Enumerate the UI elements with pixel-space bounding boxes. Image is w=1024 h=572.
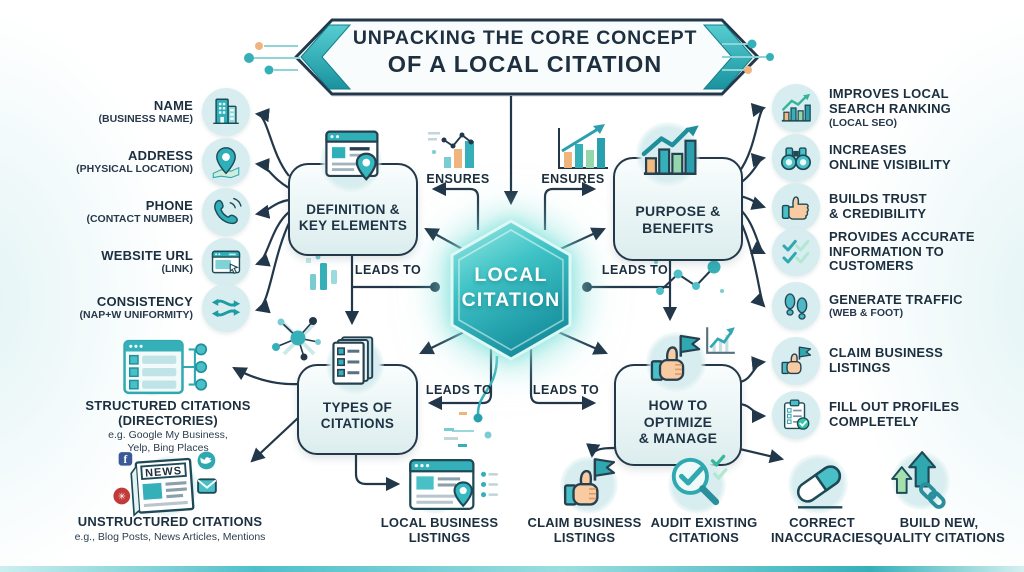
list-item-claim-side: CLAIM BUSINESS LISTINGS (772, 337, 1018, 385)
item-subtitle: (LINK) (161, 263, 194, 276)
map-pin-icon (202, 138, 250, 186)
correct-step-label: CORRECT INACCURACIES (770, 515, 874, 546)
list-item-consistency: CONSISTENCY (NAP+W UNIFORMITY) (52, 284, 250, 332)
list-item-address: ADDRESS (PHYSICAL LOCATION) (52, 138, 250, 186)
local-citation-hexagon (450, 219, 572, 361)
optimize-box: HOW TO OPTIMIZE & MANAGE (614, 364, 742, 466)
list-item-traffic: GENERATE TRAFFIC (WEB & FOOT) (772, 282, 1018, 330)
binoculars-icon (772, 134, 820, 182)
page-title-line2: OF A LOCAL CITATION (387, 51, 663, 77)
banner-circuit-right-dots (744, 39, 774, 74)
banner-left-chevron-icon (300, 24, 352, 90)
bottom-accent-strip (0, 566, 1024, 572)
decor-circuit-under-hex (444, 355, 499, 447)
double-check-icon (772, 228, 820, 276)
sync-arrows-icon (202, 284, 250, 332)
connector-label: LEADS TO (601, 263, 669, 277)
webpage-pin-icon (325, 130, 379, 181)
item-title: GENERATE TRAFFIC (829, 291, 963, 307)
connector-label: LEADS TO (425, 383, 493, 397)
browser-pin-icon (409, 458, 498, 511)
news-social-icon: f ✳ NEWS (113, 451, 217, 517)
magnifier-check-icon (671, 454, 728, 506)
list-item-website: WEBSITE URL (LINK) (52, 238, 250, 286)
item-subtitle: (CONTACT NUMBER) (86, 213, 193, 226)
directory-list-icon (123, 339, 208, 395)
structured-citations-label: STRUCTURED CITATIONS (DIRECTORIES) (85, 398, 251, 429)
item-title: CLAIM BUSINESS LISTINGS (829, 345, 944, 375)
decor-molecule (272, 317, 321, 361)
ranking-chart-icon (772, 84, 820, 132)
item-subtitle: (LOCAL SEO) (829, 116, 898, 129)
unstructured-citations-label: UNSTRUCTURED CITATIONS (77, 514, 263, 529)
thumb-flag-icon (563, 458, 616, 506)
decor-mini-bars (306, 254, 337, 290)
item-title: WEBSITE URL (101, 247, 193, 263)
list-item-trust: BUILDS TRUST & CREDIBILITY (772, 183, 1018, 231)
item-subtitle: (WEB & FOOT) (829, 307, 904, 320)
chart-growth-icon (641, 125, 699, 175)
decor-mini-chart-axes (558, 124, 608, 169)
connector-label: LEADS TO (354, 263, 422, 277)
item-title: ADDRESS (128, 147, 193, 163)
structured-citations-examples: e.g. Google My Business, Yelp, Bing Plac… (108, 429, 228, 455)
connector-label: ENSURES (426, 172, 490, 186)
list-item-phone: PHONE (CONTACT NUMBER) (52, 188, 250, 236)
eraser-icon (796, 465, 843, 509)
item-title: PHONE (145, 197, 193, 213)
svg-text:✳: ✳ (118, 491, 126, 502)
item-title: PROVIDES ACCURATE INFORMATION TO CUSTOME… (829, 228, 975, 274)
arrows-link-icon (891, 451, 946, 509)
item-title: NAME (153, 97, 193, 113)
item-title: FILL OUT PROFILES COMPLETELY (829, 399, 960, 429)
list-item-name: NAME (BUSINESS NAME) (52, 88, 250, 136)
decor-zigzag-dots (654, 260, 724, 295)
claim-step-label: CLAIM BUSINESS LISTINGS (527, 515, 642, 546)
decor-mini-chart-dots (428, 132, 474, 168)
item-subtitle: (NAP+W UNIFORMITY) (79, 309, 193, 322)
purpose-box: PURPOSE & BENEFITS (613, 157, 743, 261)
phone-icon (202, 188, 250, 236)
item-title: INCREASES ONLINE VISIBILITY (829, 142, 951, 172)
item-subtitle: (PHYSICAL LOCATION) (76, 163, 193, 176)
page-title-line1: UNPACKING THE CORE CONCEPT (352, 27, 698, 49)
thumb-flag-icon (650, 334, 701, 381)
center-node-label: LOCAL CITATION (461, 264, 561, 312)
list-item-visibility: INCREASES ONLINE VISIBILITY (772, 134, 1018, 182)
connector-label: LEADS TO (532, 383, 600, 397)
line-chart-mini-icon (706, 327, 735, 354)
browser-cursor-icon (202, 238, 250, 286)
item-title: BUILDS TRUST & CREDIBILITY (829, 191, 927, 221)
local-listings-label: LOCAL BUSINESS LISTINGS (380, 515, 499, 546)
list-item-accurate-info: PROVIDES ACCURATE INFORMATION TO CUSTOME… (772, 228, 1018, 276)
unstructured-citations-examples: e.g., Blog Posts, News Articles, Mention… (74, 531, 266, 543)
banner-circuit-left (254, 45, 300, 71)
svg-text:NEWS: NEWS (145, 465, 183, 480)
thumbs-up-icon (772, 183, 820, 231)
connector-label: ENSURES (541, 172, 605, 186)
flag-hand-icon (772, 337, 820, 385)
svg-text:f: f (124, 454, 128, 466)
clipboard-check-icon (772, 391, 820, 439)
item-title: IMPROVES LOCAL SEARCH RANKING (829, 86, 951, 116)
build-step-label: BUILD NEW, QUALITY CITATIONS (873, 515, 1005, 546)
banner-circuit-left-dots (244, 42, 274, 75)
list-item-ranking: IMPROVES LOCAL SEARCH RANKING (LOCAL SEO… (772, 84, 1018, 132)
banner-circuit-right (722, 43, 766, 71)
building-icon (202, 88, 250, 136)
documents-checklist-icon (332, 336, 374, 385)
item-subtitle: (BUSINESS NAME) (98, 113, 193, 126)
item-title: CONSISTENCY (96, 293, 193, 309)
footprints-icon (772, 282, 820, 330)
list-item-fill-profiles: FILL OUT PROFILES COMPLETELY (772, 391, 1018, 439)
title-banner (294, 18, 760, 97)
page-title: UNPACKING THE CORE CONCEPT OF A LOCAL CI… (330, 27, 720, 78)
audit-step-label: AUDIT EXISTING CITATIONS (650, 515, 758, 546)
